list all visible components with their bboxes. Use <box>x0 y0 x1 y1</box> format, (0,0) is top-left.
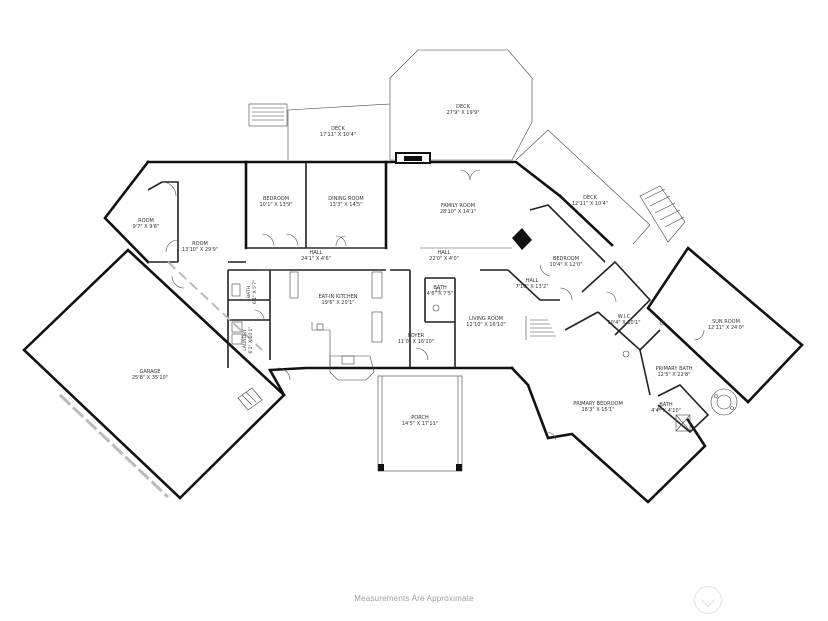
svg-text:27'9" X 19'9": 27'9" X 19'9" <box>446 110 479 116</box>
svg-text:25'8" X 35'10": 25'8" X 35'10" <box>132 375 168 381</box>
svg-text:ROOM: ROOM <box>138 218 154 224</box>
svg-text:HALL: HALL <box>310 250 323 256</box>
svg-text:HALL: HALL <box>526 278 539 284</box>
fixtures <box>58 152 738 499</box>
svg-text:EAT-IN KITCHEN: EAT-IN KITCHEN <box>318 294 357 300</box>
svg-text:12'11" X 24'0": 12'11" X 24'0" <box>708 325 744 331</box>
svg-text:PRIMARY BEDROOM: PRIMARY BEDROOM <box>573 401 623 407</box>
svg-text:SUN ROOM: SUN ROOM <box>712 319 740 325</box>
svg-text:PRIMARY BATH: PRIMARY BATH <box>656 366 693 372</box>
svg-text:BATH: BATH <box>246 286 252 298</box>
svg-text:12'11" X 10'4": 12'11" X 10'4" <box>572 201 608 207</box>
svg-text:18'3" X 15'1": 18'3" X 15'1" <box>581 407 614 413</box>
svg-text:10'1" X 13'9": 10'1" X 13'9" <box>259 202 292 208</box>
svg-text:LIVING ROOM: LIVING ROOM <box>469 316 503 322</box>
svg-text:GARAGE: GARAGE <box>140 369 161 375</box>
svg-text:24'1" X 4'6": 24'1" X 4'6" <box>301 256 331 262</box>
svg-text:ROOM: ROOM <box>192 241 208 247</box>
measurements-disclaimer: Measurements Are Approximate <box>354 594 474 603</box>
room-label-wic: W.I.C10'4" X 10'1" <box>607 314 640 326</box>
svg-text:4'4" X 4'10": 4'4" X 4'10" <box>651 408 681 414</box>
svg-text:17'11" X 10'4": 17'11" X 10'4" <box>320 132 356 138</box>
svg-text:LAUNDRY: LAUNDRY <box>242 329 248 351</box>
svg-text:12'5" X 22'8": 12'5" X 22'8" <box>657 372 690 378</box>
svg-text:DECK: DECK <box>331 126 346 132</box>
svg-text:DECK: DECK <box>583 195 598 201</box>
svg-text:22'0" X 4'0": 22'0" X 4'0" <box>429 256 459 262</box>
svg-text:10'4" X 12'0": 10'4" X 12'0" <box>549 262 582 268</box>
svg-text:DECK: DECK <box>456 104 471 110</box>
svg-text:FAMILY ROOM: FAMILY ROOM <box>441 203 475 209</box>
svg-text:BEDROOM: BEDROOM <box>553 256 579 262</box>
svg-text:19'6" X 20'1": 19'6" X 20'1" <box>321 300 354 306</box>
interior-walls <box>147 162 710 434</box>
svg-text:HALL: HALL <box>438 250 451 256</box>
svg-text:9'7" X 9'6": 9'7" X 9'6" <box>133 224 160 230</box>
svg-text:FOYER: FOYER <box>408 333 425 339</box>
doors <box>161 169 705 441</box>
svg-text:6'1" X 5'7": 6'1" X 5'7" <box>252 280 258 304</box>
svg-text:BATH: BATH <box>659 402 673 408</box>
svg-text:28'10" X 14'1": 28'10" X 14'1" <box>440 209 476 215</box>
svg-text:6'1" X 10'1": 6'1" X 10'1" <box>248 327 254 354</box>
svg-text:14'5" X 17'11": 14'5" X 17'11" <box>402 421 438 427</box>
svg-text:11'0" X 16'10": 11'0" X 16'10" <box>398 339 434 345</box>
svg-text:W.I.C: W.I.C <box>618 314 631 320</box>
svg-text:7'10" X 13'2": 7'10" X 13'2" <box>515 284 548 290</box>
watermark-logo-icon <box>694 586 722 614</box>
svg-text:12'10" X 16'10": 12'10" X 16'10" <box>466 322 505 328</box>
exterior-walls <box>22 160 804 504</box>
svg-text:PORCH: PORCH <box>411 415 429 421</box>
svg-text:4'6" X 7'5": 4'6" X 7'5" <box>427 291 454 297</box>
svg-text:BATH: BATH <box>433 285 447 291</box>
svg-text:13'10" X 29'9": 13'10" X 29'9" <box>182 247 218 253</box>
svg-text:BEDROOM: BEDROOM <box>263 196 289 202</box>
svg-text:13'3" X 14'5": 13'3" X 14'5" <box>329 202 362 208</box>
svg-text:DINING ROOM: DINING ROOM <box>328 196 363 202</box>
svg-text:10'4" X 10'1": 10'4" X 10'1" <box>607 320 640 326</box>
